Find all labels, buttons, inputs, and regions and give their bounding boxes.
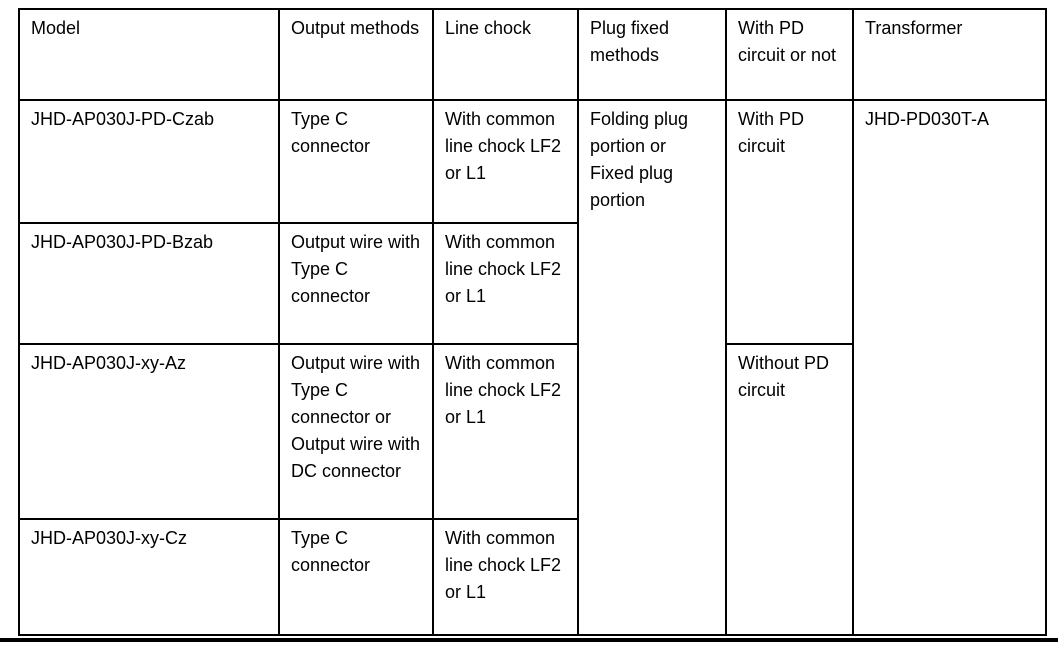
header-line-chock: Line chock [432, 8, 579, 101]
page-divider-line [0, 638, 1058, 642]
cell-output-2: Output wire with Type C connector [278, 222, 434, 345]
cell-with-pd-circuit: With PD circuit [725, 99, 854, 345]
cell-output-1: Type C connector [278, 99, 434, 224]
table-row-4: JHD-AP030J-xy-Cz Type C connector With c… [18, 518, 1046, 636]
cell-transformer: JHD-PD030T-A [852, 99, 1047, 636]
cell-line-chock-4: With common line chock LF2 or L1 [432, 518, 579, 636]
cell-line-chock-3: With common line chock LF2 or L1 [432, 343, 579, 520]
cell-output-4: Type C connector [278, 518, 434, 636]
header-pd-circuit: With PD circuit or not [725, 8, 854, 101]
cell-model-1: JHD-AP030J-PD-Czab [18, 99, 280, 224]
cell-line-chock-1: With common line chock LF2 or L1 [432, 99, 579, 224]
table-header-row: Model Output methods Line chock Plug fix… [18, 8, 1047, 101]
header-output-methods: Output methods [278, 8, 434, 101]
product-spec-table: Model Output methods Line chock Plug fix… [18, 8, 1047, 636]
cell-model-2: JHD-AP030J-PD-Bzab [18, 222, 280, 345]
cell-output-3: Output wire with Type C connector or Out… [278, 343, 434, 520]
cell-line-chock-2: With common line chock LF2 or L1 [432, 222, 579, 345]
cell-without-pd-circuit: Without PD circuit [725, 343, 854, 636]
cell-model-3: JHD-AP030J-xy-Az [18, 343, 280, 520]
cell-plug-fixed-methods: Folding plug portion or Fixed plug porti… [577, 99, 727, 636]
table-row-1: JHD-AP030J-PD-Czab Type C connector With… [18, 99, 1047, 636]
table-row-3: JHD-AP030J-xy-Az Output wire with Type C… [18, 343, 1046, 636]
header-plug-fixed: Plug fixed methods [577, 8, 727, 101]
cell-model-4: JHD-AP030J-xy-Cz [18, 518, 280, 636]
header-transformer: Transformer [852, 8, 1047, 101]
table-row-2: JHD-AP030J-PD-Bzab Output wire with Type… [18, 222, 1046, 345]
header-model: Model [18, 8, 280, 101]
